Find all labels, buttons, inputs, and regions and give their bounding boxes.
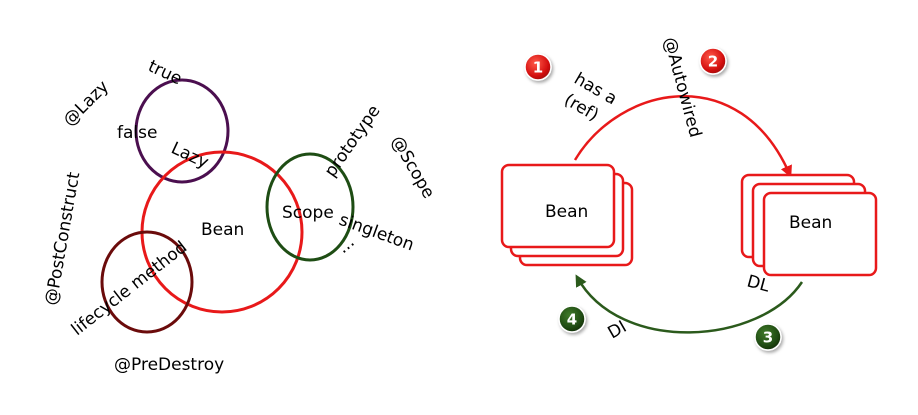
step-badge-2-number: 2 (708, 53, 718, 71)
lazy-annotation: @Lazy (59, 77, 113, 131)
step-badge-3-number: 3 (763, 329, 773, 347)
scope-annotation: @Scope (387, 133, 439, 203)
has-a-arrow (573, 95, 792, 178)
step-badge-1-number: 1 (533, 59, 543, 77)
lazy-circle (134, 78, 230, 184)
lazy-false-label: false (117, 123, 157, 143)
step-badge-4-number: 4 (567, 311, 577, 329)
bean-right-label: Bean (789, 213, 832, 233)
step-badge-2: 2 (699, 47, 727, 75)
scope-circle (265, 152, 355, 262)
bean-stack-right: Bean (740, 173, 878, 277)
lifecycle-circle (100, 230, 194, 334)
predestroy-annotation: @PreDestroy (114, 355, 224, 375)
scope-more-label: ... (333, 232, 358, 258)
dl-di-arrow (575, 274, 804, 334)
autowired-label: @Autowired (659, 35, 705, 140)
bean-venn-diagram: @Lazy true false Lazy Bean Scope prototy… (41, 56, 438, 375)
bean-label: Bean (201, 220, 244, 240)
scope-label: Scope (282, 203, 334, 223)
bean-stack-left: Bean (500, 163, 634, 267)
postconstruct-annotation: @PostConstruct (41, 170, 84, 307)
step-badge-3: 3 (754, 323, 782, 351)
step-badge-1: 1 (524, 53, 552, 81)
bean-left-label: Bean (545, 202, 588, 222)
scope-prototype-label: prototype (321, 102, 385, 181)
dependency-flow-diagram: Bean Bean has a (ref) @Autowired DL DI 1… (500, 35, 878, 351)
step-badge-4: 4 (558, 305, 586, 333)
